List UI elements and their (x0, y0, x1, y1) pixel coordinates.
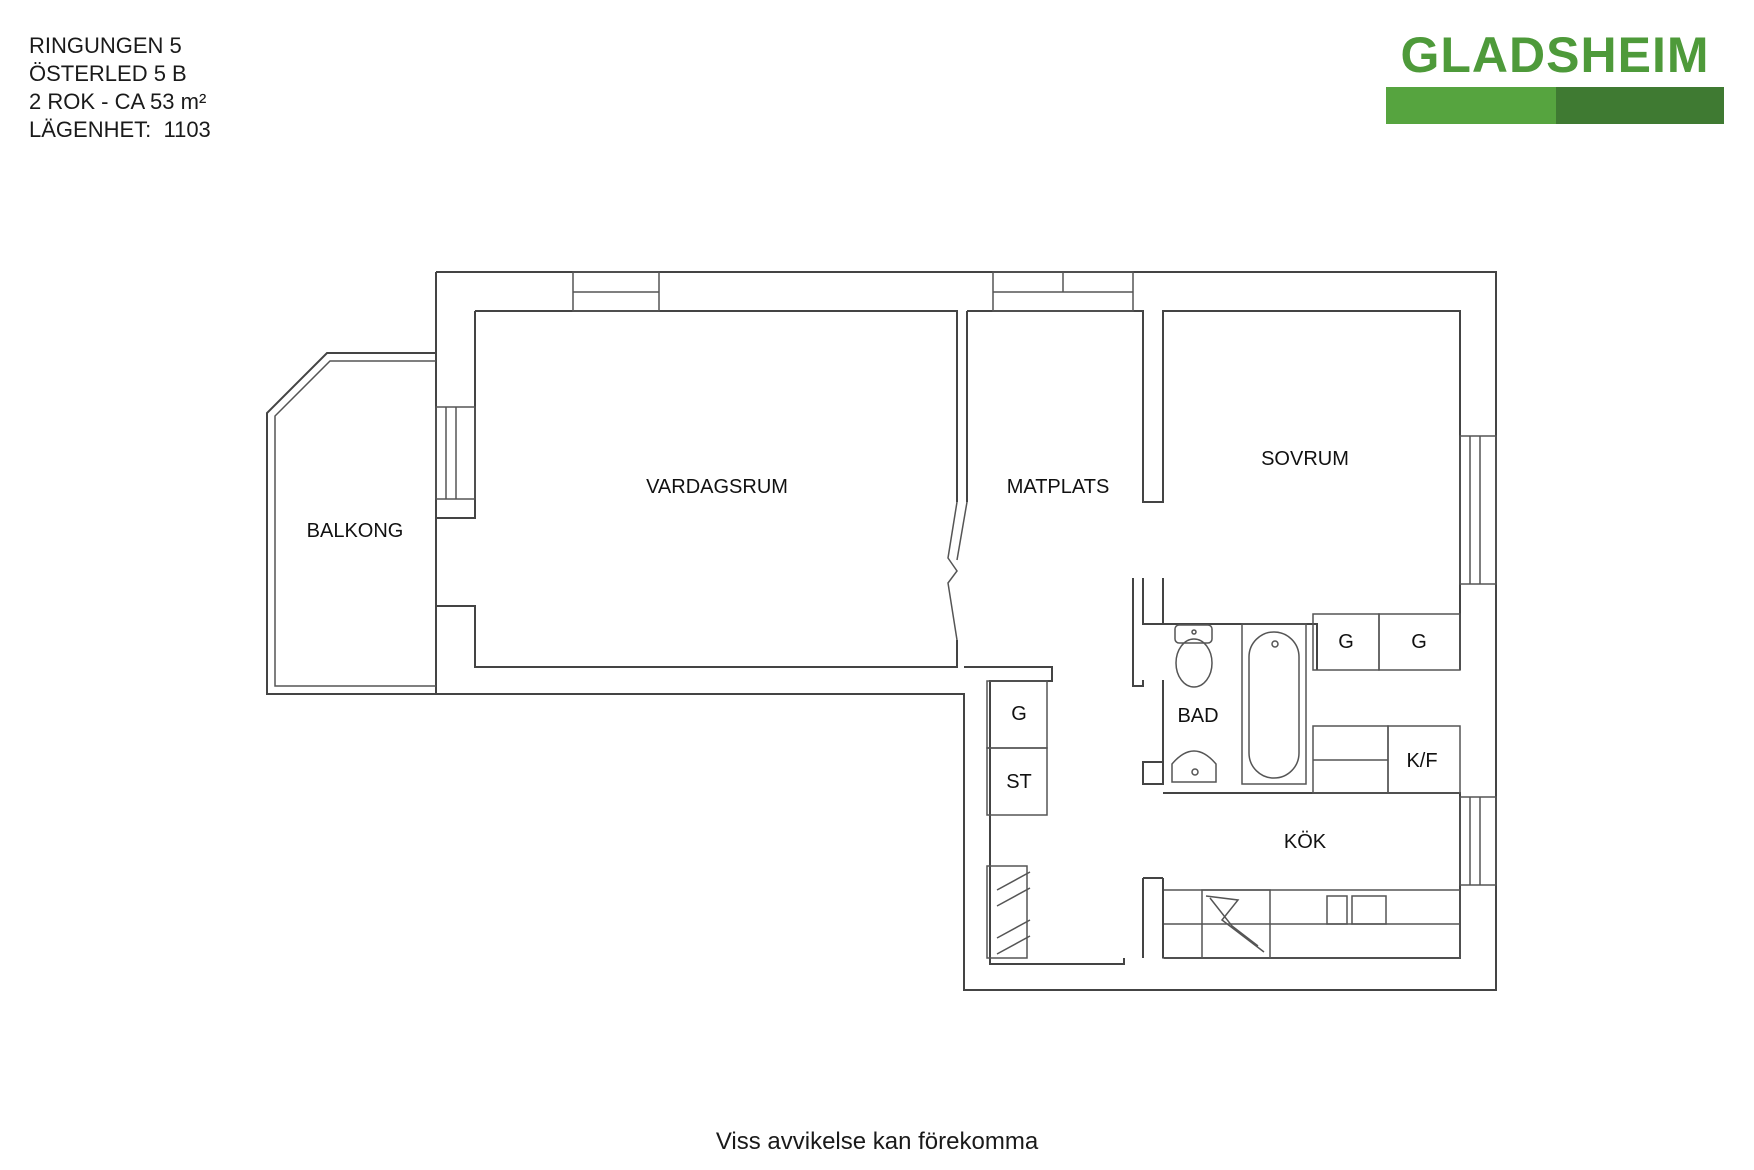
folding-door (947, 501, 968, 641)
label-matplats: MATPLATS (1007, 476, 1110, 498)
disclaimer: Viss avvikelse kan förekomma (715, 1128, 1039, 1155)
label-kok: KÖK (1284, 831, 1327, 853)
logo-bar-light (1386, 87, 1556, 124)
logo-text: GLADSHEIM (1400, 27, 1710, 83)
kitchen (1142, 725, 1461, 959)
label-vardagsrum: VARDAGSRUM (646, 476, 788, 498)
apartment-number-line: LÄGENHET: 1103 (29, 117, 211, 142)
label-balkong: BALKONG (307, 520, 404, 542)
address-line-2: ÖSTERLED 5 B (29, 61, 187, 86)
wardrobes (986, 613, 1461, 959)
windows (435, 271, 1497, 886)
label-bad: BAD (1177, 705, 1218, 727)
label-wardrobe-g-1: G (1338, 631, 1354, 653)
logo-bar-dark (1556, 87, 1724, 124)
label-sovrum: SOVRUM (1261, 448, 1349, 470)
label-wardrobe-g-3: G (1011, 703, 1027, 725)
outer-walls (435, 271, 1497, 991)
balcony (266, 352, 436, 695)
label-storage-st: ST (1006, 771, 1032, 793)
address-line-1: RINGUNGEN 5 (29, 33, 182, 58)
apartment-info: RINGUNGEN 5 ÖSTERLED 5 B 2 ROK - CA 53 m… (29, 32, 211, 144)
size-line: 2 ROK - CA 53 m² (29, 89, 207, 114)
label-fridge-freezer: K/F (1406, 750, 1437, 772)
bathroom (1132, 578, 1318, 794)
gladsheim-logo: GLADSHEIM (1386, 26, 1724, 124)
label-wardrobe-g-2: G (1411, 631, 1427, 653)
